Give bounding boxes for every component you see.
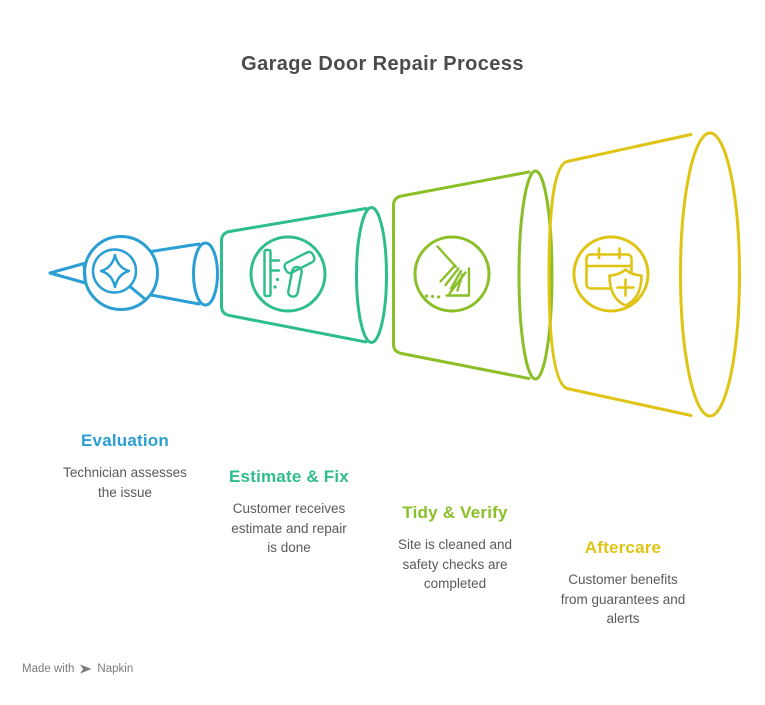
broom-dustpan-icon <box>424 245 471 299</box>
funnel-stage-evaluation <box>48 235 219 311</box>
stage-heading: Estimate & Fix <box>229 467 349 486</box>
stage-description: Technician assesses the issue <box>63 465 187 500</box>
stage-heading: Evaluation <box>81 431 169 450</box>
stage-label-evaluation: Evaluation Technician assesses the issue <box>35 431 215 502</box>
process-funnel-diagram <box>48 131 741 418</box>
cone-opening-1 <box>192 241 219 307</box>
stage-heading: Aftercare <box>584 538 662 557</box>
cone-opening-2 <box>355 206 388 344</box>
stage-heading: Tidy & Verify <box>402 503 508 522</box>
stage-description: Site is cleaned and safety checks are co… <box>397 537 513 592</box>
cone-edge-bottom <box>149 293 201 306</box>
cone-opening-4 <box>679 131 741 418</box>
cone-body-4 <box>547 133 693 417</box>
stage-label-aftercare: Aftercare Customer benefits from guarant… <box>533 538 713 629</box>
funnel-stage-aftercare <box>547 131 741 418</box>
cone-body-2 <box>220 207 368 344</box>
napkin-logo-icon <box>80 664 92 674</box>
cone-edge-top <box>149 242 201 253</box>
funnel-tip <box>48 262 87 285</box>
stage-description: Customer receives estimate and repair is… <box>231 501 347 556</box>
made-with-text: Made with <box>22 663 75 675</box>
funnel-stage-tidy-verify <box>392 169 554 381</box>
stage-label-tidy-verify: Tidy & Verify Site is cleaned and safety… <box>365 503 545 594</box>
brand-name: Napkin <box>97 663 134 675</box>
sparkle-magnifier-icon <box>91 248 147 301</box>
stage-label-estimate-fix: Estimate & Fix Customer receives estimat… <box>199 467 379 558</box>
cone-opening-3 <box>517 169 554 381</box>
stage-circle-aftercare <box>572 235 650 313</box>
calendar-shield-icon <box>585 247 643 307</box>
stage-circle-evaluation <box>83 235 159 311</box>
ruler-hammer-icon <box>263 248 316 298</box>
stage-description: Customer benefits from guarantees and al… <box>560 572 686 627</box>
page-title: Garage Door Repair Process <box>241 53 524 75</box>
stage-circle-estimate-fix <box>249 235 327 313</box>
cone-body-3 <box>392 170 531 380</box>
attribution[interactable]: Made with Napkin <box>22 663 133 675</box>
stage-circle-tidy-verify <box>413 235 491 313</box>
funnel-stage-estimate-fix <box>220 206 388 344</box>
